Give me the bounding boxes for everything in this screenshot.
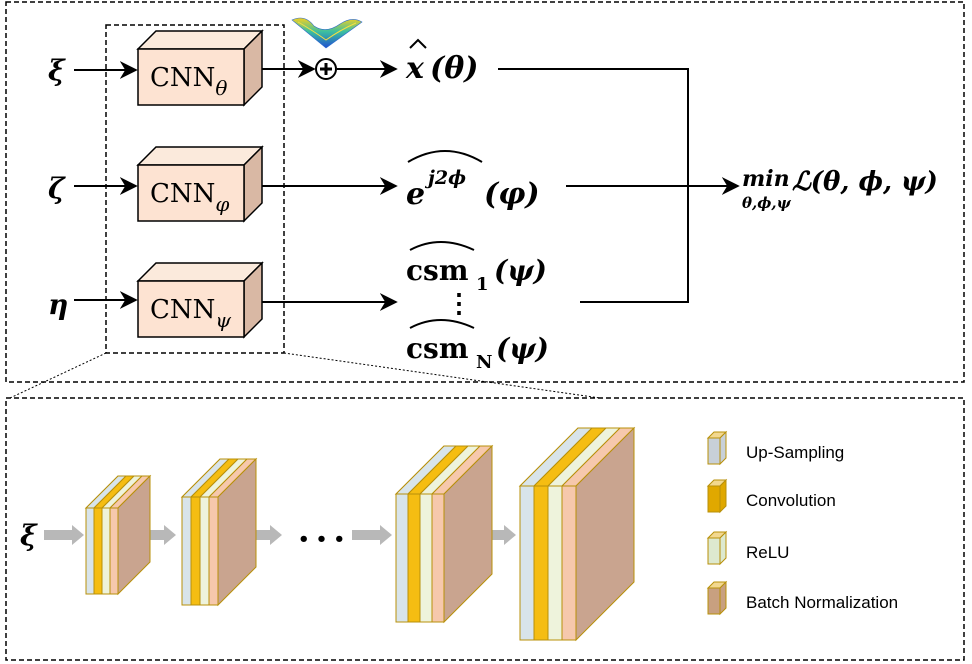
svg-text:ℒ(θ, ϕ, ψ): ℒ(θ, ϕ, ψ)	[792, 167, 938, 197]
svg-text:θ,ϕ,ψ: θ,ϕ,ψ	[742, 194, 792, 212]
legend-item: Batch Normalization	[706, 580, 898, 616]
objective: min ℒ(θ, ϕ, ψ) θ,ϕ,ψ	[742, 166, 938, 212]
connector-xhat	[498, 68, 689, 186]
legend-label: Convolution	[746, 491, 836, 510]
legend-label: Up-Sampling	[746, 443, 844, 462]
gray-flow-arrow	[352, 525, 392, 545]
bottom-panel	[5, 397, 965, 661]
legend-label: ReLU	[746, 543, 789, 562]
gray-flow-arrow	[44, 525, 84, 545]
svg-text:(ψ): (ψ)	[494, 254, 547, 287]
connector-csm	[580, 186, 689, 303]
legend-label: Batch Normalization	[746, 593, 898, 612]
cnn-theta-block: CNNθ	[136, 29, 264, 107]
layer-stack	[180, 457, 258, 607]
output-csm-last: csm N (ψ)	[406, 319, 549, 373]
layer-ellipsis: • • •	[298, 529, 345, 550]
svg-text:N: N	[476, 352, 492, 373]
svg-text:csm: csm	[406, 332, 468, 365]
cnn-phi-block: CNNφ	[136, 145, 264, 223]
cnn-label: CNNθ	[150, 63, 227, 100]
output-phase: e j2ϕ (φ)	[406, 150, 540, 212]
output-x-hat: x (θ)	[405, 38, 478, 86]
svg-text:1: 1	[476, 274, 489, 295]
svg-text:(φ): (φ)	[484, 177, 540, 212]
output-csm-first: csm 1 (ψ)	[406, 241, 547, 295]
svg-text:x: x	[405, 51, 425, 86]
input-xi: ξ	[48, 54, 66, 87]
layer-stack	[84, 474, 152, 596]
csm-dots: ⋮	[446, 289, 472, 319]
zoom-line-right	[283, 352, 601, 399]
svg-text:e: e	[406, 177, 425, 212]
surface-icon	[291, 17, 363, 49]
sum-node	[315, 58, 337, 80]
legend-item: Up-Sampling	[706, 430, 844, 466]
layer-stack	[394, 444, 494, 624]
svg-text:(θ): (θ)	[430, 51, 478, 86]
input-xi-bottom: ξ	[20, 519, 38, 552]
cnn-psi-block: CNNψ	[136, 261, 264, 339]
input-eta: η	[48, 288, 68, 321]
layer-stack	[518, 426, 636, 642]
legend-item: ReLU	[706, 530, 789, 566]
legend-item: Convolution	[706, 478, 836, 514]
svg-text:min: min	[742, 166, 790, 192]
svg-text:(ψ): (ψ)	[496, 332, 549, 365]
zoom-line-left	[9, 352, 107, 399]
top-panel	[5, 1, 965, 383]
svg-text:j2ϕ: j2ϕ	[424, 167, 466, 189]
input-zeta: ζ	[48, 172, 66, 205]
svg-text:csm: csm	[406, 254, 468, 287]
cnn-group-box	[105, 24, 285, 354]
